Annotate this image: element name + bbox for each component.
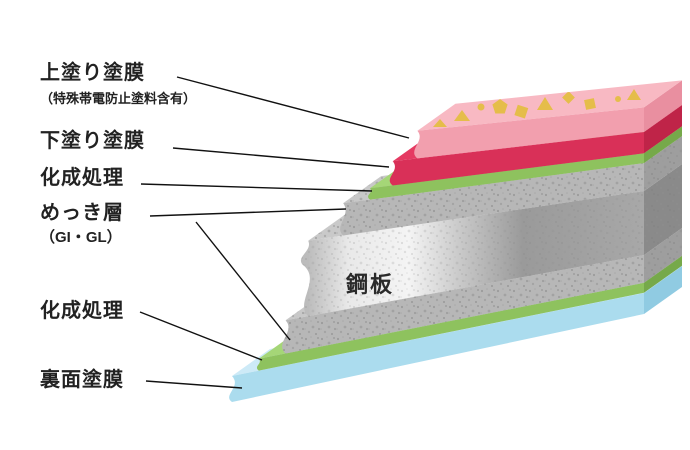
undercoat-end-face (644, 105, 682, 154)
leader-line-backcoat (145, 380, 243, 389)
label-chem-upper: 化成処理 (40, 167, 124, 189)
leader-line-plating-lower (195, 221, 291, 341)
chem-lower-end-face (644, 255, 682, 293)
label-undercoat: 下塗り塗膜 (40, 130, 145, 152)
undercoat-front-face (389, 132, 644, 186)
steel-core-label: 鋼板 (345, 272, 394, 297)
label-topcoat-note: （特殊帯電防止塗料含有） (40, 91, 197, 106)
topcoat-front-face (414, 107, 644, 159)
leader-line-plating-upper (149, 208, 347, 217)
steel-end-texture (644, 164, 682, 255)
plating-lower-front-texture (282, 255, 644, 354)
leader-line-undercoat (172, 147, 390, 168)
chem-lower-front-face (256, 282, 644, 371)
backcoat-end-face (644, 266, 682, 314)
steel-front-texture (300, 191, 644, 317)
leader-line-chem-lower (139, 311, 263, 361)
label-topcoat: 上塗り塗膜 (40, 62, 145, 84)
topcoat-end-face (644, 80, 682, 132)
plating-upper-end-texture (644, 136, 682, 191)
label-backcoat: 裏面塗膜 (40, 369, 124, 391)
leader-lines (139, 76, 410, 389)
label-plating-note: （GI・GL） (40, 229, 122, 246)
leader-line-chem-upper (140, 183, 373, 192)
leader-line-topcoat (176, 76, 410, 139)
confetti-decoration (433, 89, 641, 127)
label-plating: めっき層 (40, 202, 124, 224)
chem-upper-front-face (368, 153, 644, 200)
plating-lower-end-texture (644, 228, 682, 283)
chem-upper-end-face (644, 126, 682, 164)
plating-upper-front-texture (340, 163, 644, 236)
label-chem-lower: 化成処理 (40, 300, 124, 322)
backcoat-front-face (229, 293, 644, 402)
layer-topcoat (414, 80, 682, 159)
